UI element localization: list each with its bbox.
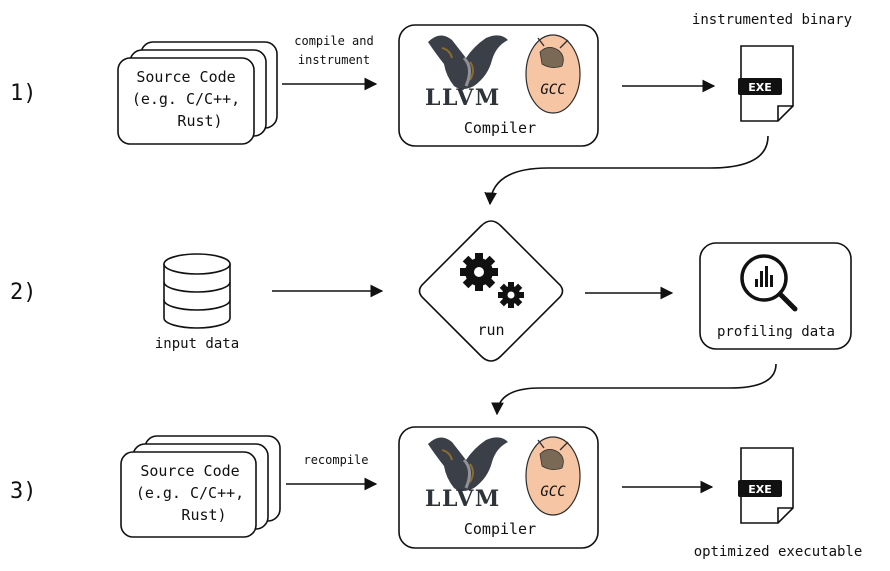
compiler-caption: Compiler	[464, 520, 536, 538]
source-code-line-2: (e.g. C/C++,	[132, 90, 240, 108]
source-code-stack-1: Source Code (e.g. C/C++, Rust)	[117, 41, 278, 145]
exe-file-icon: EXE	[738, 447, 794, 524]
exe-file-icon: EXE	[738, 45, 794, 122]
llvm-wordmark: LLVM	[425, 85, 501, 111]
step-2-label: 2)	[10, 280, 37, 305]
compiler-box-1: LLVM GCC Compiler	[398, 24, 599, 147]
llvm-dragon-logo	[428, 35, 508, 89]
optimized-executable-caption: optimized executable	[694, 544, 863, 560]
llvm-dragon-logo	[428, 437, 508, 491]
compile-arrow-label-line-2: instrument	[298, 53, 370, 67]
gcc-gnu-logo: GCC	[525, 436, 581, 516]
database-icon	[163, 253, 231, 329]
source-code-line-1: Source Code	[136, 68, 235, 86]
compiler-caption: Compiler	[464, 119, 536, 137]
gcc-label: GCC	[540, 484, 566, 500]
gears-icon	[460, 253, 524, 308]
magnifier-chart-icon	[740, 254, 798, 312]
exe-badge: EXE	[748, 81, 772, 94]
source-code-stack-3: Source Code (e.g. C/C++, Rust)	[120, 435, 281, 538]
step-1-label: 1)	[10, 81, 37, 106]
run-diamond: run	[418, 220, 564, 362]
instrumented-binary-caption: instrumented binary	[692, 12, 852, 28]
gcc-gnu-logo: GCC	[525, 34, 581, 114]
binary-to-run-arrow	[484, 135, 769, 206]
exe-badge: EXE	[748, 483, 772, 496]
step-3-label: 3)	[10, 479, 37, 504]
source-code-line-1: Source Code	[140, 462, 239, 480]
source-code-line-3: Rust)	[177, 112, 222, 130]
profiling-data-caption: profiling data	[717, 324, 835, 340]
gcc-label: GCC	[540, 82, 566, 98]
recompile-arrow-label: recompile	[303, 453, 368, 467]
compiler-box-3: LLVM GCC Compiler	[398, 426, 599, 549]
profiling-data-box: profiling data	[699, 242, 852, 350]
run-caption: run	[477, 321, 504, 339]
source-code-line-3: Rust)	[181, 506, 226, 524]
input-data-caption: input data	[155, 336, 239, 352]
source-code-line-2: (e.g. C/C++,	[136, 484, 244, 502]
profile-to-recompile-arrow	[491, 363, 777, 416]
compile-arrow-label-line-1: compile and	[294, 34, 373, 48]
llvm-wordmark: LLVM	[425, 486, 501, 512]
